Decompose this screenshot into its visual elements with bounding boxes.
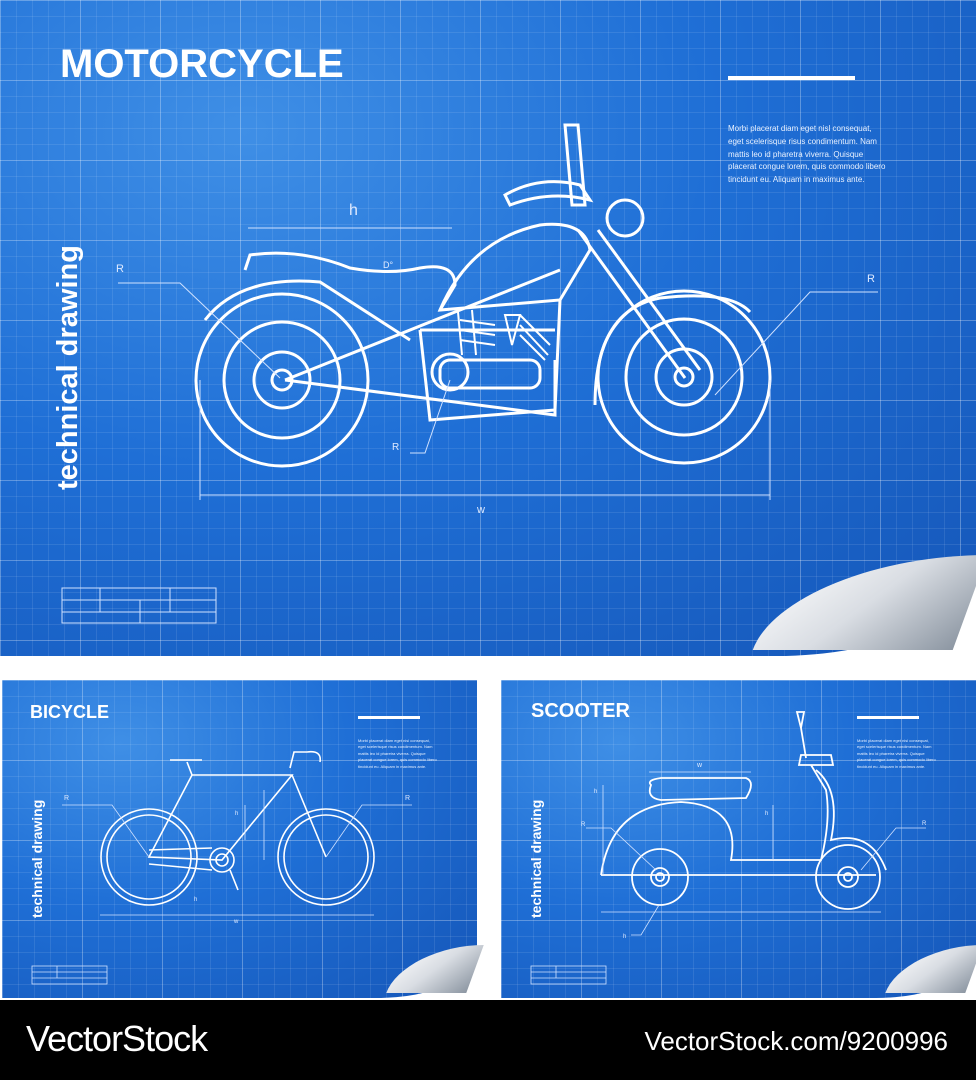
- text-line: tincidunt eu. Aliquam in maximus ante.: [857, 763, 926, 769]
- text-line: eget scelerisque risus condimentum. Nam: [728, 136, 877, 146]
- dimension-label: h: [594, 789, 597, 795]
- text-line: eget scelerisque risus condimentum. Nam: [358, 744, 433, 750]
- text-line: eget scelerisque risus condimentum. Nam: [857, 744, 932, 750]
- title-rule: [358, 716, 420, 719]
- motorcycle-blueprint: MOTORCYCLE technical drawing Morbi place…: [0, 0, 976, 656]
- scooter-blueprint: SCOOTER technical drawing Morbi placerat…: [501, 680, 976, 998]
- footer-bar: VectorStock VectorStock.com/9200996: [0, 1000, 976, 1080]
- motorcycle-drawing: h D° R R R w: [61, 202, 878, 624]
- dimension-label: R: [922, 821, 927, 827]
- bicycle-blueprint: BICYCLE technical drawing Morbi placerat…: [2, 680, 477, 998]
- dimension-label: h: [349, 202, 358, 219]
- title-rule: [728, 76, 855, 80]
- text-line: placerat congue lorem, quis commodo libe…: [857, 757, 936, 763]
- text-line: Morbi placerat diam eget nisl consequat,: [857, 738, 929, 743]
- description-text: Morbi placerat diam eget nisl consequat,…: [728, 123, 885, 187]
- dimension-label: w: [476, 504, 485, 516]
- text-line: mattis leo id pharetra viverra. Quisque: [728, 149, 864, 159]
- dimension-label: h: [765, 811, 768, 817]
- text-line: Morbi placerat diam eget nisl consequat,: [358, 738, 430, 743]
- brand-logo: VectorStock: [26, 1018, 208, 1059]
- text-line: mattis leo id pharetra viverra. Quisque: [358, 750, 426, 756]
- dimension-label: R: [867, 273, 875, 285]
- text-line: Morbi placerat diam eget nisl consequat,: [728, 124, 872, 133]
- bicycle-drawing: R R h h w: [31, 750, 412, 985]
- dimension-label: R: [392, 442, 399, 453]
- text-line: placerat congue lorem, quis commodo libe…: [358, 757, 437, 763]
- dimension-label: h: [235, 811, 238, 817]
- dimension-label: w: [233, 919, 239, 925]
- dimension-label: h: [194, 897, 197, 903]
- title-rule: [857, 716, 919, 719]
- dimension-label: R: [64, 795, 69, 802]
- text-line: placerat congue lorem, quis commodo libe…: [728, 162, 886, 172]
- dimension-label: R: [405, 795, 410, 802]
- text-line: mattis leo id pharetra viverra. Quisque: [857, 750, 925, 756]
- dimension-label: D°: [383, 260, 393, 270]
- dimension-label: h: [623, 934, 626, 940]
- panel-title: SCOOTER: [531, 700, 630, 722]
- dimension-label: w: [696, 762, 703, 769]
- scooter-drawing: w h h R R h: [530, 711, 927, 985]
- description-text: Morbi placerat diam eget nisl consequat,…: [857, 738, 936, 770]
- panel-title: BICYCLE: [30, 702, 110, 722]
- text-line: tincidunt eu. Aliquam in maximus ante.: [358, 763, 427, 769]
- panel-title: MOTORCYCLE: [60, 42, 344, 86]
- description-text: Morbi placerat diam eget nisl consequat,…: [358, 738, 437, 770]
- image-url: VectorStock.com/9200996: [644, 1026, 948, 1056]
- dimension-label: R: [581, 822, 586, 828]
- text-line: tincidunt eu. Aliquam in maximus ante.: [728, 175, 865, 185]
- dimension-label: R: [116, 263, 124, 275]
